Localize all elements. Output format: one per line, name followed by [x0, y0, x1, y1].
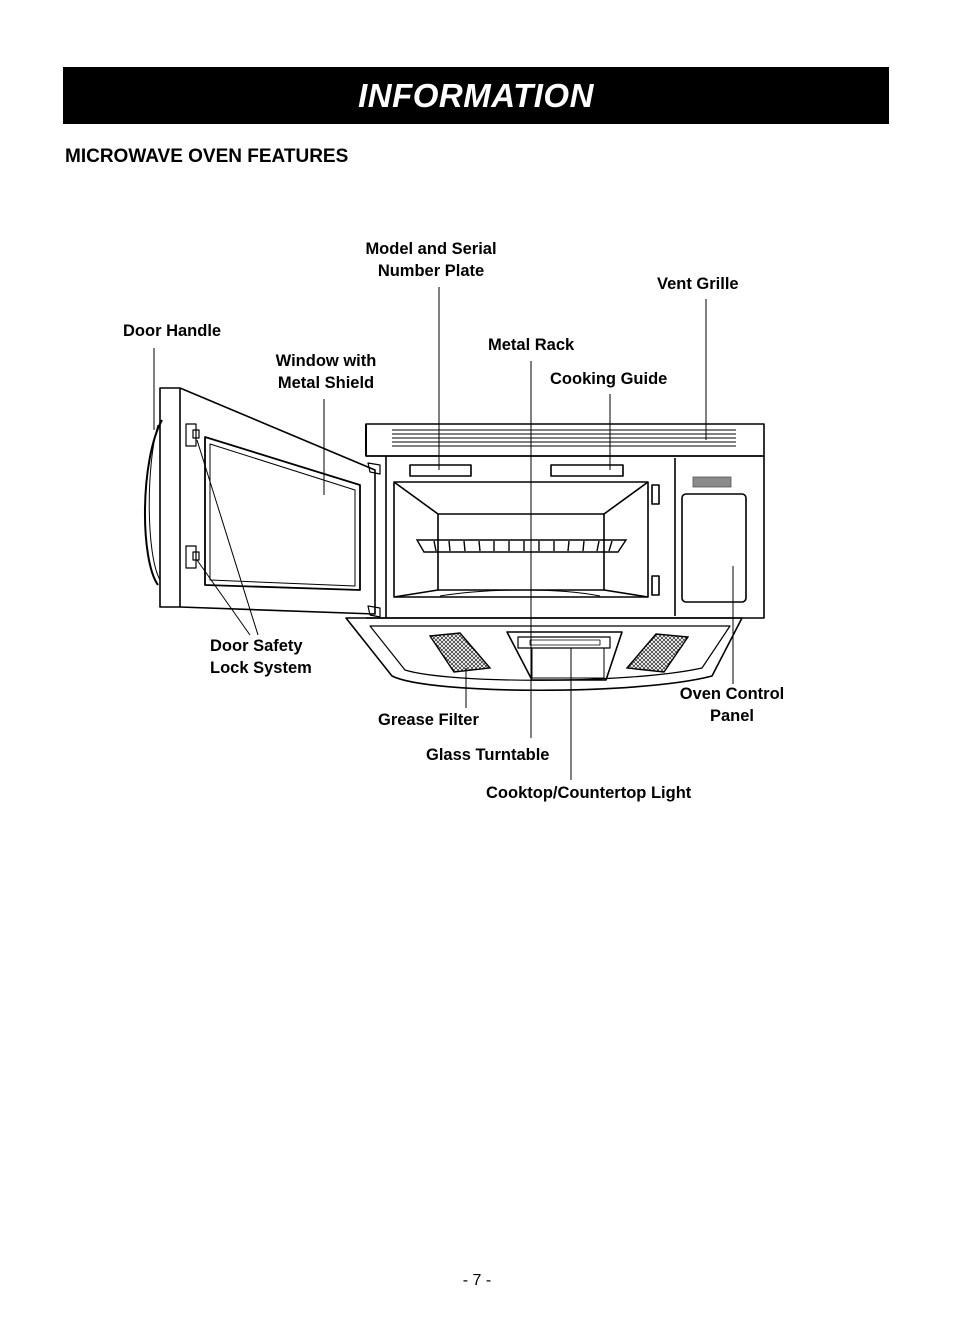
label-metal-rack: Metal Rack	[488, 336, 575, 354]
label-glass-turntable: Glass Turntable	[426, 746, 550, 764]
label-cooktop-light: Cooktop/Countertop Light	[486, 784, 692, 802]
control-display	[692, 476, 732, 488]
microwave-diagram	[144, 287, 765, 780]
oven-body	[365, 423, 765, 619]
oven-door	[144, 387, 381, 618]
label-oven-control: Oven Control Panel	[679, 685, 785, 725]
label-door-handle: Door Handle	[123, 322, 222, 340]
model-plate-rect	[409, 464, 472, 477]
page-number: - 7 -	[462, 1272, 492, 1289]
label-window: Window with Metal Shield	[275, 352, 377, 392]
control-panel-rect	[681, 493, 747, 603]
label-grease-filter: Grease Filter	[378, 711, 479, 729]
label-vent-grille: Vent Grille	[657, 275, 739, 293]
header-banner: INFORMATION	[63, 67, 889, 124]
page-title: INFORMATION	[358, 76, 594, 114]
grease-filter-left	[428, 632, 492, 673]
oven-bottom	[345, 617, 743, 692]
door-latches	[185, 423, 200, 569]
cooking-guide-rect	[550, 464, 624, 477]
label-model-plate: Model and Serial Number Plate	[365, 240, 497, 280]
label-cooking-guide: Cooking Guide	[550, 370, 668, 388]
section-title: MICROWAVE OVEN FEATURES	[65, 146, 349, 167]
door-window	[204, 436, 361, 591]
vent-grille	[392, 429, 736, 447]
label-door-safety: Door Safety Lock System	[210, 637, 312, 677]
leader-lines	[153, 287, 734, 780]
grease-filter-right	[625, 633, 690, 673]
metal-rack	[415, 539, 628, 553]
